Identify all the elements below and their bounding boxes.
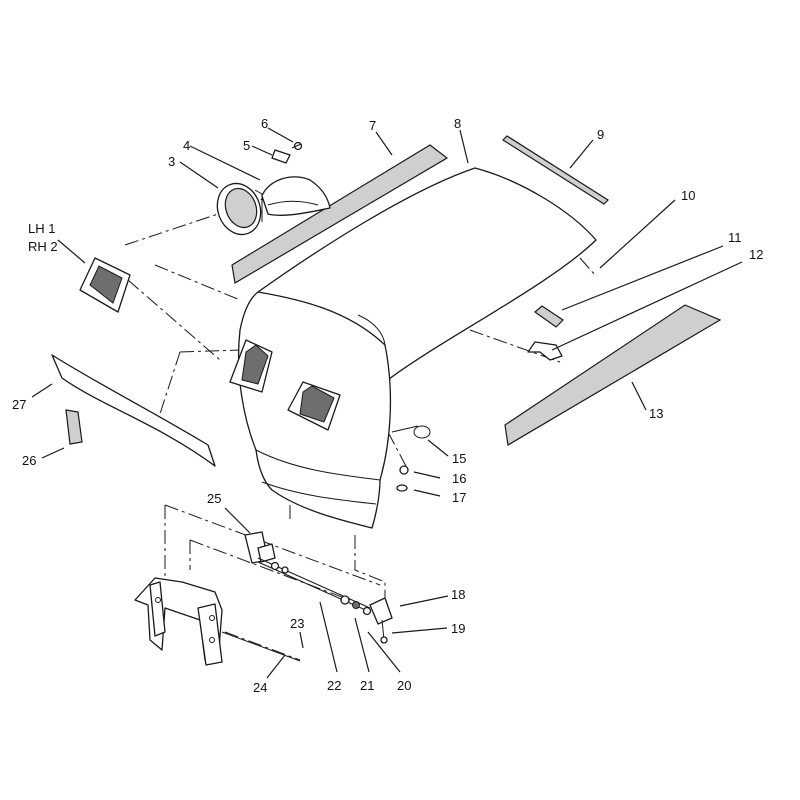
callout-13: 13 xyxy=(649,406,663,421)
callout-21: 21 xyxy=(360,678,374,693)
part-24-rod xyxy=(221,631,301,662)
callout-27: 27 xyxy=(12,397,26,412)
callout-labels: LH 1 RH 2 3 4 5 6 7 8 9 10 11 12 13 15 1… xyxy=(12,116,763,695)
part-3-headlamp xyxy=(216,182,263,236)
parts-20-22-rod-assembly xyxy=(257,557,372,616)
callout-24: 24 xyxy=(253,680,267,695)
part-17-washer xyxy=(396,484,408,492)
part-7-hood-side-strip xyxy=(231,144,449,284)
callout-6: 6 xyxy=(261,116,268,131)
part-4-lamp-harness xyxy=(261,176,331,216)
leader-lines xyxy=(31,127,743,679)
callout-4: 4 xyxy=(183,138,190,153)
part-1-2-light-bezel xyxy=(79,257,131,313)
callout-20: 20 xyxy=(397,678,411,693)
callout-3: 3 xyxy=(168,154,175,169)
part-13-right-side-strip xyxy=(504,304,722,446)
callout-5: 5 xyxy=(243,138,250,153)
part-9-top-decal xyxy=(502,135,609,205)
callout-12: 12 xyxy=(749,247,763,262)
callout-15: 15 xyxy=(452,451,466,466)
part-19-bolt xyxy=(380,619,388,644)
part-26-reflector xyxy=(65,409,83,445)
callout-17: 17 xyxy=(452,490,466,505)
callout-rh2: RH 2 xyxy=(28,239,58,254)
callout-10: 10 xyxy=(681,188,695,203)
mounting-frame xyxy=(134,577,223,666)
part-5-bracket xyxy=(271,149,291,164)
part-15-cable xyxy=(391,425,431,439)
callout-22: 22 xyxy=(327,678,341,693)
callout-26: 26 xyxy=(22,453,36,468)
part-25-upper-bracket xyxy=(244,531,276,564)
callout-25: 25 xyxy=(207,491,221,506)
callout-11: 11 xyxy=(728,230,742,245)
part-16-nut xyxy=(399,465,409,475)
part-18-lower-bracket xyxy=(369,597,393,625)
callout-8: 8 xyxy=(454,116,461,131)
callout-7: 7 xyxy=(369,118,376,133)
callout-lh1: LH 1 xyxy=(28,221,55,236)
part-6-screw xyxy=(291,141,303,151)
callout-18: 18 xyxy=(451,587,465,602)
front-grille-housing xyxy=(229,291,392,529)
part-12-latch xyxy=(527,341,563,361)
callout-9: 9 xyxy=(597,127,604,142)
part-27-bumper-strip xyxy=(51,354,216,467)
callout-16: 16 xyxy=(452,471,466,486)
callout-23: 23 xyxy=(290,616,304,631)
part-11-pin xyxy=(534,305,564,328)
callout-19: 19 xyxy=(451,621,465,636)
